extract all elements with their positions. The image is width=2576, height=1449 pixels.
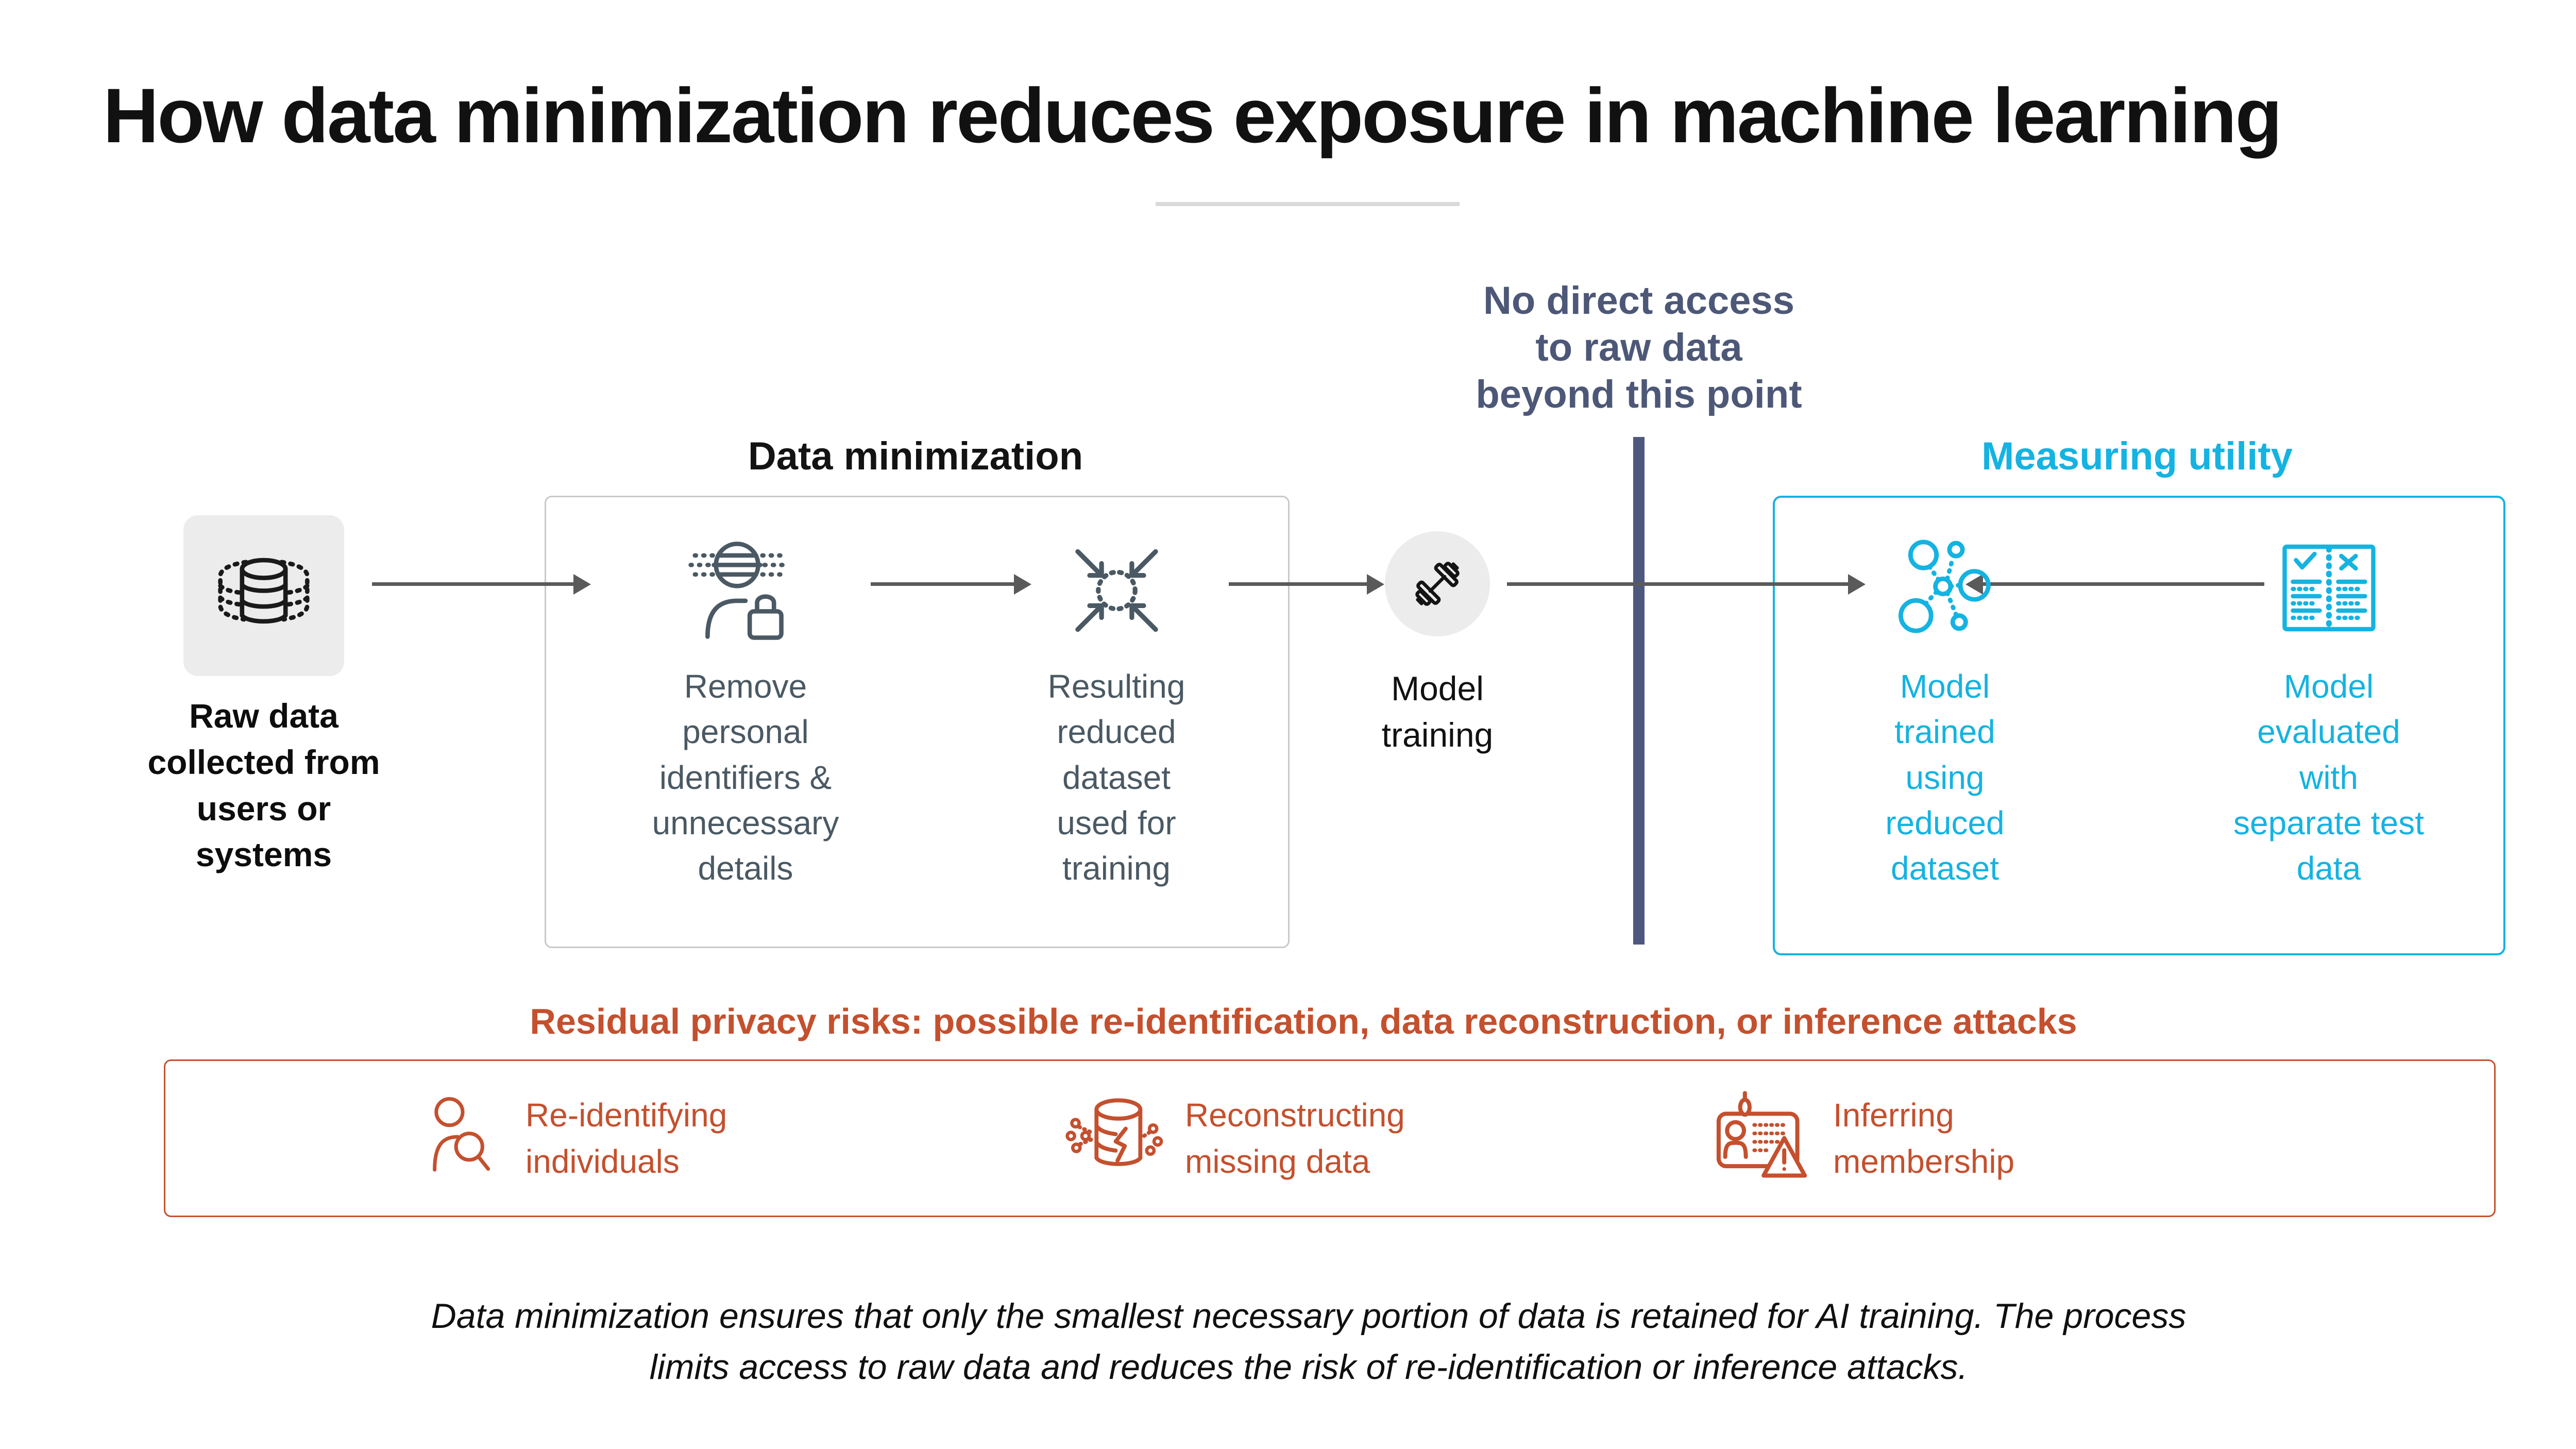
network-bubbles-icon — [1898, 539, 1991, 633]
title-underline — [1156, 202, 1460, 206]
footer-note: Data minimization ensures that only the … — [431, 1296, 2187, 1387]
reduced-dataset-step — [1057, 535, 1176, 646]
remove-identifiers-label: Remove personal identifiers & unnecessar… — [652, 668, 839, 887]
risks-box — [164, 1059, 2496, 1217]
test-checklist-icon — [2282, 544, 2376, 631]
model-training-circle — [1385, 531, 1490, 636]
model-evaluated-step — [2267, 535, 2391, 641]
dumbbell-icon — [1415, 562, 1460, 606]
arrow-raw-to-minimization — [372, 582, 575, 586]
remove-identifiers-step — [681, 533, 810, 649]
risks-heading: Residual privacy risks: possible re-iden… — [530, 1001, 2077, 1041]
model-training-label: Model training — [1381, 669, 1494, 754]
risk-inference-label: Inferring membership — [1833, 1097, 2015, 1180]
measuring-utility-heading: Measuring utility — [1981, 434, 2293, 478]
risk-inference-item — [1713, 1083, 1816, 1189]
risk-reconstruct-label: Reconstructing missing data — [1185, 1097, 1405, 1180]
arrow-remove-to-result — [871, 582, 1016, 586]
data-minimization-box — [545, 496, 1290, 948]
person-magnifier-icon — [433, 1097, 490, 1172]
anonymize-person-lock-icon — [688, 542, 788, 640]
no-access-annotation: No direct access to raw data beyond this… — [1476, 279, 1802, 417]
model-evaluated-label: Model evaluated with separate test data — [2233, 668, 2424, 887]
arrow-training-to-utility — [1507, 582, 1850, 586]
database-icon — [218, 558, 310, 624]
arrow-minimization-to-training — [1229, 582, 1369, 586]
badge-warning-icon — [1716, 1090, 1807, 1177]
raw-data-tile — [183, 515, 344, 676]
model-trained-label: Model trained using reduced dataset — [1885, 668, 2005, 887]
measuring-utility-box — [1773, 496, 2505, 955]
reduced-dataset-label: Resulting reduced dataset used for train… — [1047, 668, 1185, 887]
data-minimization-heading: Data minimization — [748, 434, 1083, 478]
risk-reconstruct-item — [1065, 1083, 1166, 1189]
access-boundary-divider — [1633, 437, 1645, 945]
risk-reidentify-item — [421, 1083, 504, 1189]
cracked-database-icon — [1065, 1098, 1163, 1166]
model-trained-step — [1883, 531, 2007, 642]
risk-reidentify-label: Re-identifying individuals — [526, 1097, 727, 1180]
page-title: How data minimization reduces exposure i… — [103, 72, 2282, 159]
compress-arrows-icon — [1075, 549, 1158, 632]
arrow-testdata-to-model — [1981, 582, 2264, 586]
raw-data-label: Raw data collected from users or systems — [147, 697, 380, 874]
